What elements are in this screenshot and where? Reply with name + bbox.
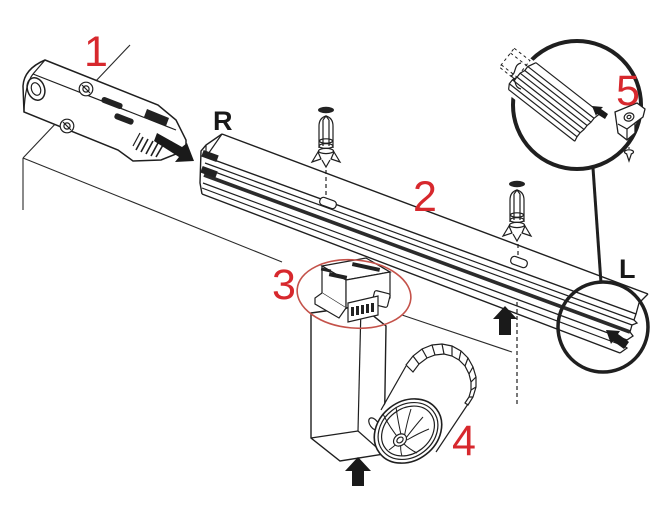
adapter-highlight-ellipse [296,258,412,330]
bracket-screw [623,149,635,163]
cable-entry-hole [26,77,46,101]
track-mount-hole-1 [319,196,337,210]
track-end-circle [556,280,650,374]
detail-circle [511,39,643,171]
detail-connector-line [591,167,603,284]
power-feed-connector [22,59,187,162]
part-label-5: 5 [616,67,640,115]
track-mount-hole-2 [510,255,528,269]
connector-screw-top [78,81,94,97]
end-mount-bracket [614,102,646,141]
track-end-label-l: L [619,254,636,284]
connector-grip-hatch [135,136,164,158]
connector-screw-front [59,118,75,134]
part-label-1: 1 [84,28,108,76]
track-rail [199,133,649,354]
heatsink-fins [412,343,477,398]
insert-arrow-icon [154,133,194,162]
part-label-2: 2 [413,173,437,221]
adapter-contacts [351,303,374,316]
profile-brace [509,62,522,90]
screw-anchor-1 [310,106,342,169]
detail-arrow-icon [592,106,608,119]
part-label-4: 4 [452,417,476,465]
track-end-label-r: R [213,106,233,136]
track-end-arrow-icon [606,330,629,349]
part-label-3: 3 [272,261,296,309]
spotlight-head [368,343,477,464]
track-left-end-face [199,133,223,195]
up-arrow-fixture-icon [345,457,371,486]
screw-anchor-2 [501,180,533,243]
up-arrow-track-icon [493,306,517,335]
mini-track-section [498,47,604,149]
